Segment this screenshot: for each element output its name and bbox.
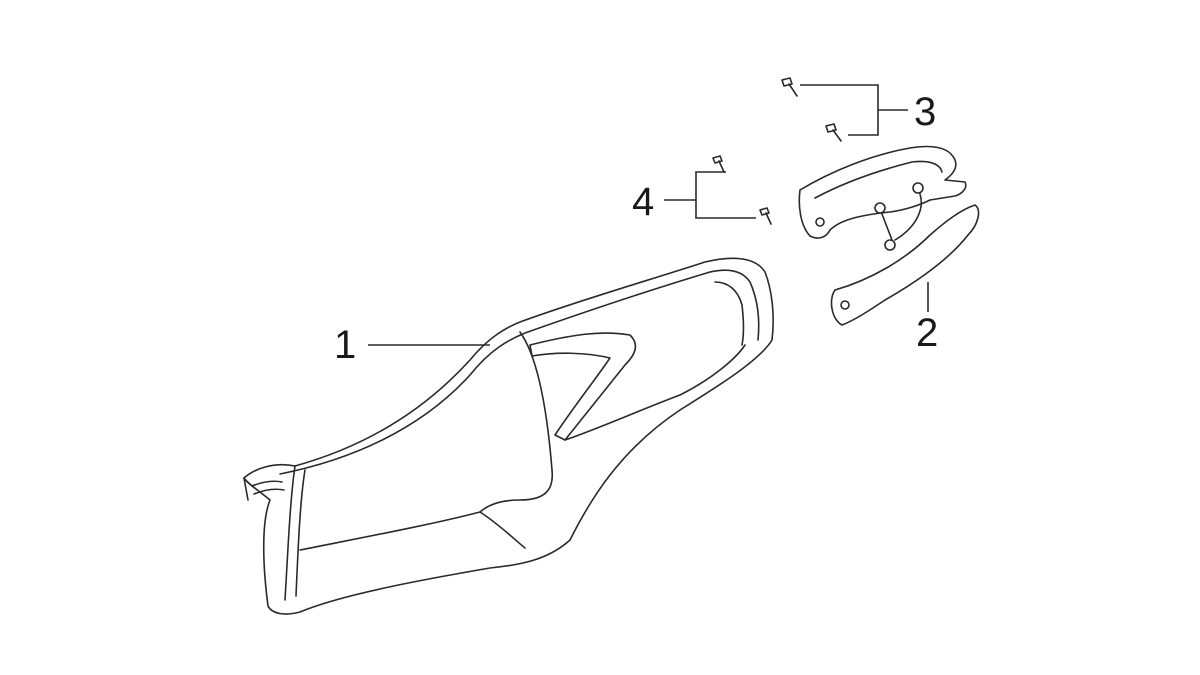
grab-rail-upper xyxy=(798,145,967,239)
callout-2: 2 xyxy=(916,311,938,355)
screw-4a-icon xyxy=(712,155,725,173)
seat-step-line xyxy=(479,331,554,513)
leader-lines xyxy=(368,84,929,346)
grab-rail-hole-front xyxy=(815,217,825,227)
seat-part xyxy=(243,257,774,615)
leader-3 xyxy=(800,84,908,136)
seat-underside xyxy=(243,477,285,501)
seat-rim-rear-inner xyxy=(714,281,745,346)
seat-rim-rear xyxy=(709,269,760,341)
grab-rail-hole-rear xyxy=(840,300,850,310)
grab-rail-lower xyxy=(830,204,980,326)
grab-rail-part xyxy=(798,145,980,326)
bolt-3a-icon xyxy=(781,77,798,97)
grab-rail-upper-inner xyxy=(814,160,943,199)
grab-rail-boss-1 xyxy=(874,202,886,214)
callout-3: 3 xyxy=(914,90,936,134)
leader-4 xyxy=(664,171,756,219)
seat-pad-lower xyxy=(564,344,746,441)
screw-set-4 xyxy=(712,155,772,225)
callout-4: 4 xyxy=(632,180,654,224)
bolt-3b-icon xyxy=(825,123,842,142)
seat-front-edge-inner xyxy=(295,469,306,597)
bolt-set-3 xyxy=(781,77,842,142)
seat-front-edge xyxy=(284,465,296,601)
grab-rail-boss-2 xyxy=(912,182,924,194)
grab-rail-boss-3 xyxy=(884,239,896,251)
seat-pad-inset xyxy=(529,332,637,441)
seat-outline xyxy=(243,257,774,615)
seat-side-line xyxy=(299,511,526,551)
callout-1: 1 xyxy=(334,323,356,367)
grab-rail-bridge xyxy=(881,193,922,241)
screw-4b-icon xyxy=(759,207,772,225)
seat-rim-line xyxy=(279,271,711,475)
